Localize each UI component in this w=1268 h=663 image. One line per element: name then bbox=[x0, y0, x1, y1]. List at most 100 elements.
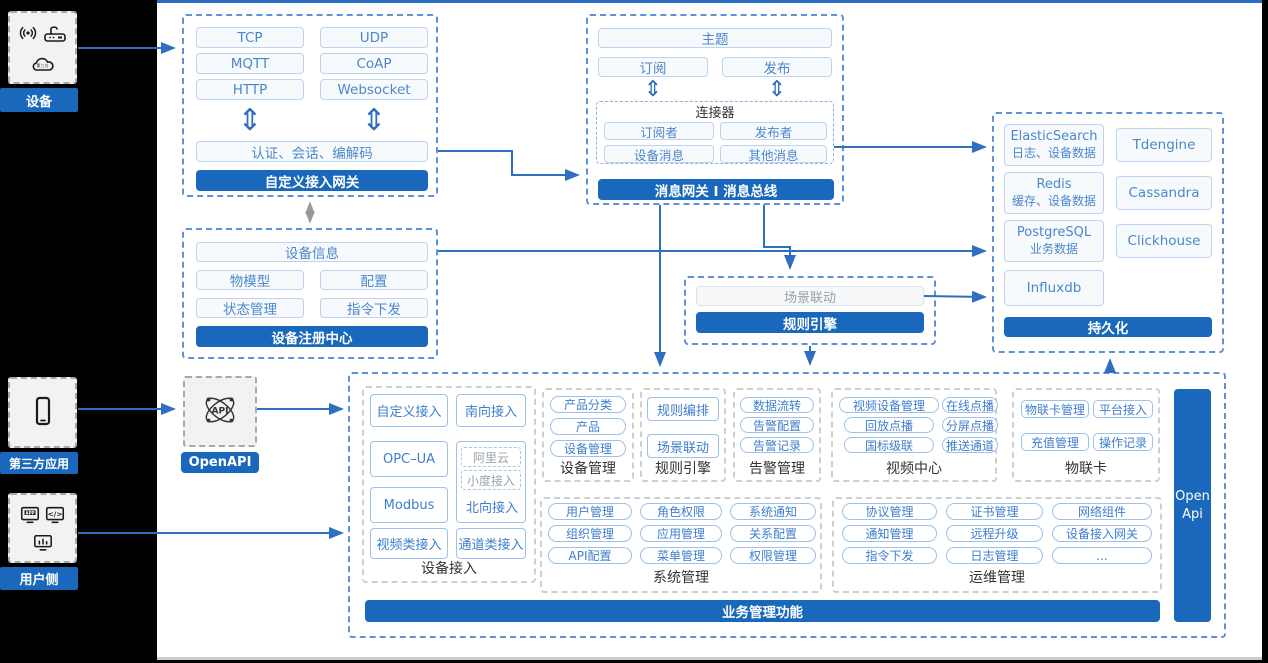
device-mgmt-label: 设备管理 bbox=[563, 442, 612, 456]
platform-access-node: 平台接入 bbox=[1093, 400, 1153, 418]
session-codec-node: 认证、会话、编解码 bbox=[196, 141, 428, 162]
user-side-label-text: 用户侧 bbox=[19, 573, 59, 588]
device-info-node: 设备信息 bbox=[196, 242, 428, 262]
session-codec-label: 认证、会话、编解码 bbox=[251, 145, 373, 162]
modbus-label: Modbus bbox=[383, 497, 435, 513]
store-influxdb: Influxdb bbox=[1004, 270, 1104, 306]
ops-item-label: 证书管理 bbox=[970, 505, 1019, 519]
business-title: 业务管理功能 bbox=[722, 605, 803, 621]
product-category-label: 产品分类 bbox=[563, 398, 612, 412]
svg-text:</>: </> bbox=[48, 509, 63, 518]
rule-arrange-node: 规则编排 bbox=[647, 397, 719, 421]
section-label-text: 设备管理 bbox=[560, 461, 616, 477]
connector-title: 连接器 bbox=[596, 103, 834, 121]
scene-linkage-label: 场景联动 bbox=[783, 290, 836, 306]
protocol-coap-label: CoAP bbox=[356, 55, 392, 72]
network-component-node: 网络组件 bbox=[1052, 503, 1152, 520]
south-access-label: 南向接入 bbox=[464, 405, 517, 420]
subscriber-label: 订阅者 bbox=[640, 124, 678, 140]
device-source-box: 第三方 bbox=[8, 11, 77, 84]
rule-engine-title-bar: 规则引擎 bbox=[696, 312, 924, 333]
protocol-udp-label: UDP bbox=[359, 29, 389, 46]
user-side-label: 用户侧 bbox=[0, 567, 78, 590]
data-flow-label: 数据流转 bbox=[752, 398, 801, 413]
subscriber-node: 订阅者 bbox=[604, 122, 714, 140]
subscribe-node: 订阅 bbox=[598, 57, 708, 77]
ops-item-label: ... bbox=[1096, 548, 1108, 563]
role-perm-node: 角色权限 bbox=[640, 503, 722, 520]
video-device-mgmt-node: 视频设备管理 bbox=[839, 397, 939, 413]
ops-item-label: 指令下发 bbox=[865, 549, 914, 563]
iot-card-item-label: 物联卡管理 bbox=[1024, 402, 1085, 417]
online-play-node: 在线点播 bbox=[942, 397, 998, 413]
ops-item-label: 设备接入网关 bbox=[1065, 527, 1138, 541]
xiaodu-node: 小度接入 bbox=[461, 470, 521, 490]
protocol-websocket-label: Websocket bbox=[337, 81, 411, 98]
device-info-label: 设备信息 bbox=[285, 246, 339, 262]
protocol-tcp-label: TCP bbox=[237, 29, 263, 46]
protocol-mqtt-label: MQTT bbox=[230, 55, 270, 72]
custom-gateway-title-bar: 自定义接入网关 bbox=[196, 170, 428, 191]
command-issue-node: 指令下发 bbox=[842, 547, 937, 564]
store-redis: Redis 缓存、设备数据 bbox=[1004, 172, 1104, 214]
system-item-label: 关系配置 bbox=[748, 527, 797, 541]
openapi-label-text: OpenAPI bbox=[188, 455, 252, 470]
opc-ua-node: OPC–UA bbox=[370, 441, 448, 477]
video-item-label: 回放点播 bbox=[864, 418, 913, 433]
user-side-box: APP </> bbox=[8, 493, 77, 563]
double-arrow-icon bbox=[358, 101, 390, 139]
section-label-alarm: 告警管理 bbox=[733, 459, 821, 477]
system-item-label: 权限管理 bbox=[748, 549, 797, 563]
publish-node: 发布 bbox=[722, 57, 832, 77]
cert-mgmt-node: 证书管理 bbox=[946, 503, 1043, 520]
aliyun-node: 阿里云 bbox=[461, 447, 521, 467]
thing-model-node: 物模型 bbox=[196, 270, 304, 290]
message-bus-title: 消息网关 I 消息总线 bbox=[654, 183, 778, 200]
open-api-vertical-bar: Open Api bbox=[1174, 389, 1211, 622]
code-window-icon: </> bbox=[44, 504, 66, 530]
store-name: Cassandra bbox=[1128, 185, 1200, 201]
store-desc: 日志、设备数据 bbox=[1011, 145, 1096, 160]
config-label: 配置 bbox=[360, 274, 388, 290]
persistence-title: 持久化 bbox=[1087, 321, 1129, 337]
gateway-router-icon bbox=[42, 21, 68, 49]
app-window-icon: APP bbox=[19, 504, 41, 530]
device-mgmt-node: 设备管理 bbox=[550, 440, 626, 457]
config-node: 配置 bbox=[320, 270, 428, 290]
aliyun-label: 阿里云 bbox=[472, 450, 509, 465]
menu-mgmt-node: 菜单管理 bbox=[640, 547, 722, 564]
third-party-label: 第三方应用 bbox=[0, 452, 78, 474]
store-name: Tdengine bbox=[1132, 137, 1196, 153]
svg-text:API: API bbox=[211, 406, 228, 416]
user-mgmt-node: 用户管理 bbox=[548, 503, 632, 520]
protocol-udp: UDP bbox=[320, 27, 428, 48]
api-config-node: API配置 bbox=[548, 547, 632, 564]
org-mgmt-node: 组织管理 bbox=[548, 525, 632, 542]
ops-item-label: 远程升级 bbox=[970, 527, 1019, 541]
rule-arrange-label: 规则编排 bbox=[656, 403, 709, 419]
custom-access-label: 自定义接入 bbox=[376, 405, 442, 420]
smartphone-icon bbox=[31, 395, 55, 431]
state-mgmt-node: 状态管理 bbox=[196, 298, 304, 318]
iot-card-item-label: 充值管理 bbox=[1030, 435, 1079, 450]
product-label: 产品 bbox=[575, 420, 600, 434]
protocol-tcp: TCP bbox=[196, 27, 304, 48]
split-screen-node: 分屏点播 bbox=[942, 417, 998, 433]
product-category-node: 产品分类 bbox=[550, 396, 626, 413]
alarm-config-label: 告警配置 bbox=[752, 418, 801, 433]
system-item-label: 用户管理 bbox=[565, 505, 614, 519]
other-message-label: 其他消息 bbox=[748, 147, 799, 163]
playback-node: 回放点播 bbox=[844, 417, 934, 433]
app-mgmt-node: 应用管理 bbox=[640, 525, 722, 542]
push-channel-node: 推送通道 bbox=[942, 437, 998, 453]
protocol-coap: CoAP bbox=[320, 53, 428, 74]
open-api-bar-text: Open Api bbox=[1175, 488, 1210, 522]
alarm-record-node: 告警记录 bbox=[740, 437, 814, 453]
section-label-system: 系统管理 bbox=[540, 568, 822, 586]
store-name: PostgreSQL bbox=[1016, 225, 1092, 241]
video-item-label: 视频设备管理 bbox=[852, 398, 925, 413]
publish-label: 发布 bbox=[763, 61, 791, 77]
dashboard-monitor-icon bbox=[15, 533, 70, 553]
section-label-text: 运维管理 bbox=[969, 570, 1025, 586]
